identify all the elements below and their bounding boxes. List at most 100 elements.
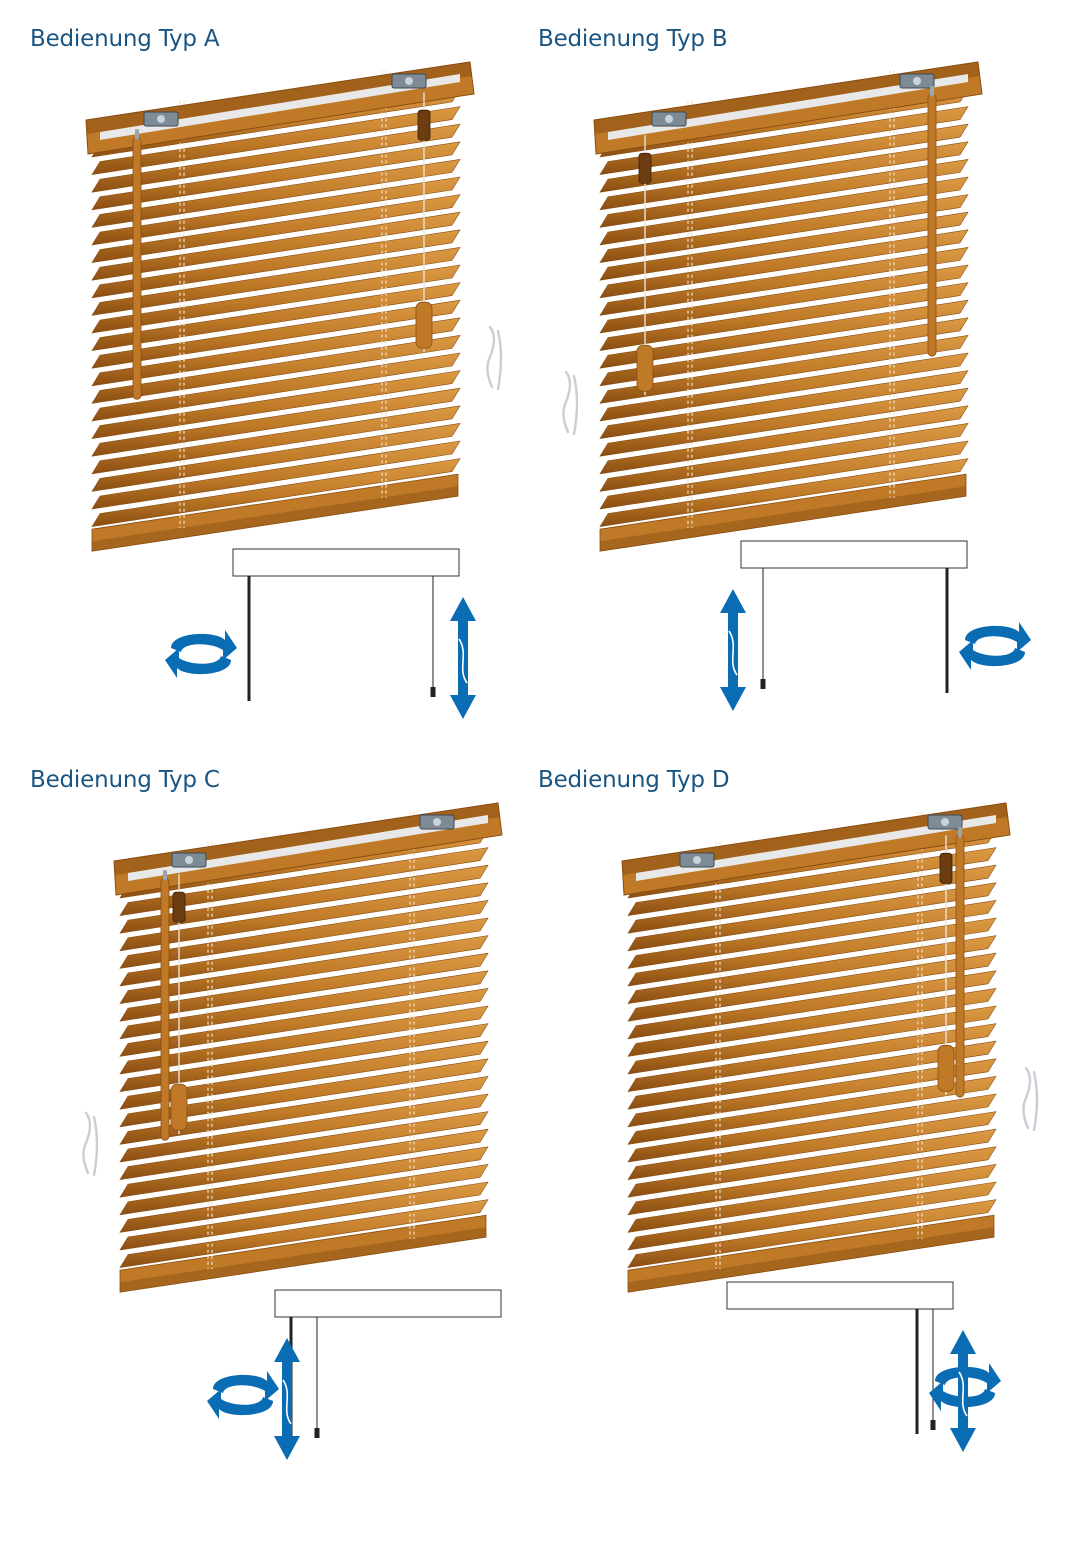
- schematic: [165, 548, 476, 719]
- schematic-tassel: [314, 1428, 320, 1438]
- panel-typ-b: Bedienung Typ B: [508, 0, 1043, 771]
- headrail-inner: [608, 74, 968, 140]
- cord-cleat: [486, 325, 503, 391]
- lift-arrow-highlight: [282, 1379, 292, 1425]
- slat: [119, 1076, 489, 1145]
- slat: [119, 1058, 489, 1128]
- lift-arrow-icon: [274, 1338, 300, 1460]
- slat: [119, 1093, 489, 1163]
- tilt-wand: [160, 877, 170, 1141]
- bottom-rail: [627, 1214, 995, 1293]
- slat: [599, 317, 969, 387]
- rotate-arrow-icon: [207, 1371, 279, 1419]
- slat: [599, 264, 969, 334]
- slat: [627, 1093, 997, 1163]
- diagram-svg: [621, 802, 1039, 1452]
- rotate-arrow-top: [171, 630, 237, 660]
- cord-equalizer: [172, 891, 186, 923]
- slat: [627, 1023, 997, 1092]
- headrail-inner: [100, 74, 460, 140]
- cord-cleat: [562, 370, 579, 436]
- blind: [82, 802, 503, 1293]
- slat: [627, 1005, 997, 1075]
- bottom-rail: [599, 473, 967, 552]
- rotate-arrow-bottom: [959, 640, 1025, 670]
- diagram-svg: [85, 61, 503, 719]
- headrail-top: [114, 803, 500, 875]
- tilt-wand: [927, 93, 937, 357]
- cord-tassel: [636, 344, 654, 392]
- wand-hook: [135, 129, 139, 140]
- lift-arrow-icon: [950, 1330, 976, 1452]
- schematic-headrail: [274, 1289, 502, 1318]
- slat: [599, 229, 969, 299]
- lift-arrow-highlight: [958, 1371, 968, 1417]
- slat: [627, 970, 997, 1040]
- rotate-arrow-bottom: [207, 1389, 273, 1419]
- bracket-screw: [665, 115, 673, 123]
- rotate-arrow-icon: [959, 622, 1031, 670]
- rotate-arrow-icon: [165, 630, 237, 678]
- cord-cleat: [1022, 1066, 1039, 1132]
- wand-hook: [163, 870, 167, 881]
- cord-tassel: [170, 1083, 188, 1131]
- bottom-rail-shade: [600, 486, 966, 552]
- cord-cleat: [82, 1111, 99, 1177]
- slat: [599, 335, 969, 404]
- wand-hook: [930, 86, 934, 97]
- bracket-screw: [405, 77, 413, 85]
- schematic-tassel: [430, 687, 436, 697]
- tilt-wand: [955, 834, 965, 1098]
- slat: [119, 970, 489, 1040]
- slat: [627, 1040, 997, 1110]
- bracket-screw: [185, 856, 193, 864]
- blind: [562, 61, 983, 552]
- panel-title: Bedienung Typ B: [538, 26, 728, 52]
- rotate-arrow-top: [213, 1371, 279, 1401]
- slat: [599, 247, 969, 316]
- bracket-screw: [941, 818, 949, 826]
- slat: [119, 1023, 489, 1092]
- slat: [91, 229, 461, 299]
- lift-arrow-icon: [450, 597, 476, 719]
- bottom-rail: [119, 1214, 487, 1293]
- slat: [91, 264, 461, 334]
- bottom-rail-shade: [92, 486, 458, 552]
- slat: [599, 299, 969, 369]
- panel-title: Bedienung Typ D: [538, 767, 730, 793]
- lift-arrow-highlight: [728, 630, 738, 676]
- bottom-rail-shade: [120, 1227, 486, 1293]
- diagram-svg: [562, 61, 1031, 711]
- slat: [599, 282, 969, 351]
- slat: [119, 1005, 489, 1075]
- rotate-arrow-bottom: [165, 648, 231, 678]
- bottom-rail-shade: [628, 1227, 994, 1293]
- panel-typ-c: Bedienung Typ C: [0, 741, 535, 1512]
- headrail-top: [594, 62, 980, 134]
- slat: [599, 352, 969, 422]
- rotate-arrow-top: [935, 1363, 1001, 1393]
- panel-typ-d: Bedienung Typ D: [508, 741, 1043, 1512]
- schematic-tassel: [760, 679, 766, 689]
- blind: [621, 802, 1039, 1293]
- rotate-arrow-bottom: [929, 1381, 995, 1411]
- slat: [91, 282, 461, 351]
- lift-arrow-highlight: [458, 638, 468, 684]
- schematic-headrail: [232, 548, 460, 577]
- bracket-screw: [433, 818, 441, 826]
- headrail-inner: [636, 815, 996, 881]
- slat: [627, 1076, 997, 1145]
- schematic-headrail: [740, 540, 968, 569]
- panel-title: Bedienung Typ C: [30, 767, 220, 793]
- tilt-wand: [132, 136, 142, 400]
- schematic: [207, 1289, 502, 1460]
- slat: [91, 352, 461, 422]
- panel-typ-a: Bedienung Typ A: [0, 0, 535, 771]
- cord-equalizer: [939, 852, 953, 884]
- headrail-inner: [128, 815, 488, 881]
- slat: [91, 247, 461, 316]
- slat: [627, 988, 997, 1057]
- slat: [119, 988, 489, 1057]
- slat: [119, 1040, 489, 1110]
- panel-title: Bedienung Typ A: [30, 26, 220, 52]
